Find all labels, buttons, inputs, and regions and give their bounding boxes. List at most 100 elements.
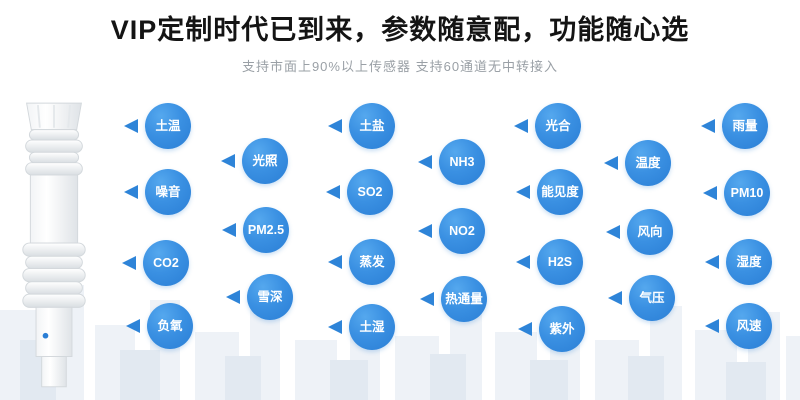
device-led-indicator — [42, 332, 49, 339]
arrow-left-icon — [516, 255, 530, 269]
param-bubble-土温: 土温 — [124, 103, 191, 149]
headline: VIP定制时代已到来，参数随意配，功能随心选 — [110, 15, 690, 45]
param-label: PM10 — [730, 185, 764, 200]
param-label: 风速 — [736, 318, 762, 333]
param-label: 热通量 — [445, 291, 483, 306]
param-bubble-风向: 风向 — [606, 209, 673, 255]
param-bubble-土湿: 土湿 — [328, 304, 395, 350]
arrow-left-icon — [221, 154, 235, 168]
param-label: 噪音 — [155, 184, 181, 199]
param-circle: H2S — [537, 239, 583, 285]
arrow-left-icon — [328, 119, 342, 133]
param-circle: 热通量 — [441, 276, 487, 322]
param-label: NO2 — [449, 223, 475, 238]
arrow-left-icon — [516, 185, 530, 199]
param-circle: 紫外 — [539, 306, 585, 352]
param-label: 蒸发 — [359, 254, 385, 269]
param-circle: PM10 — [724, 170, 770, 216]
param-label: 光照 — [252, 153, 278, 168]
arrow-left-icon — [226, 290, 240, 304]
param-circle: NO2 — [439, 208, 485, 254]
param-bubble-温度: 温度 — [604, 140, 671, 186]
arrow-left-icon — [518, 322, 532, 336]
param-label: 土盐 — [359, 118, 385, 133]
param-bubble-NO2: NO2 — [418, 208, 485, 254]
arrow-left-icon — [420, 292, 434, 306]
param-label: 雪深 — [257, 289, 283, 304]
param-bubble-NH3: NH3 — [418, 139, 485, 185]
arrow-left-icon — [604, 156, 618, 170]
param-bubble-蒸发: 蒸发 — [328, 239, 395, 285]
arrow-left-icon — [222, 223, 236, 237]
param-label: 光合 — [545, 118, 571, 133]
param-bubble-雪深: 雪深 — [226, 274, 293, 320]
param-circle: 光合 — [535, 103, 581, 149]
param-label: 紫外 — [549, 321, 575, 336]
arrow-left-icon — [705, 319, 719, 333]
arrow-left-icon — [124, 119, 138, 133]
arrow-left-icon — [328, 255, 342, 269]
param-label: SO2 — [357, 184, 383, 199]
param-circle: 雨量 — [722, 103, 768, 149]
arrow-left-icon — [418, 224, 432, 238]
param-bubble-负氧: 负氧 — [126, 303, 193, 349]
param-circle: 土湿 — [349, 304, 395, 350]
arrow-left-icon — [418, 155, 432, 169]
param-label: 能见度 — [541, 184, 579, 199]
subheadline: 支持市面上90%以上传感器 支持60通道无中转接入 — [241, 59, 559, 74]
param-circle: 雪深 — [247, 274, 293, 320]
param-circle: NH3 — [439, 139, 485, 185]
param-bubble-噪音: 噪音 — [124, 169, 191, 215]
param-bubble-SO2: SO2 — [326, 169, 393, 215]
param-circle: CO2 — [143, 240, 189, 286]
param-label: NH3 — [449, 154, 475, 169]
arrow-left-icon — [514, 119, 528, 133]
param-bubble-CO2: CO2 — [122, 240, 189, 286]
param-label: CO2 — [153, 255, 179, 270]
param-bubble-PM2.5: PM2.5 — [222, 207, 289, 253]
param-circle: 负氧 — [147, 303, 193, 349]
arrow-left-icon — [606, 225, 620, 239]
param-circle: 气压 — [629, 275, 675, 321]
param-label: 风向 — [637, 224, 663, 239]
param-label: 土湿 — [359, 319, 385, 334]
arrow-left-icon — [122, 256, 136, 270]
header: VIP定制时代已到来，参数随意配，功能随心选 支持市面上90%以上传感器 支持6… — [0, 8, 800, 75]
param-label: 气压 — [639, 290, 665, 305]
param-bubble-风速: 风速 — [705, 303, 772, 349]
param-bubble-H2S: H2S — [516, 239, 583, 285]
param-label: PM2.5 — [247, 222, 285, 237]
param-label: 湿度 — [736, 254, 762, 269]
param-circle: 噪音 — [145, 169, 191, 215]
param-label: 负氧 — [157, 318, 183, 333]
param-circle: 光照 — [242, 138, 288, 184]
arrow-left-icon — [326, 185, 340, 199]
arrow-left-icon — [328, 320, 342, 334]
arrow-left-icon — [705, 255, 719, 269]
param-circle: 湿度 — [726, 239, 772, 285]
param-circle: 风向 — [627, 209, 673, 255]
param-bubble-紫外: 紫外 — [518, 306, 585, 352]
param-bubble-PM10: PM10 — [703, 170, 770, 216]
sensor-device-image — [22, 102, 86, 388]
param-circle: 土温 — [145, 103, 191, 149]
arrow-left-icon — [701, 119, 715, 133]
param-circle: 蒸发 — [349, 239, 395, 285]
param-label: H2S — [547, 254, 573, 269]
arrow-left-icon — [608, 291, 622, 305]
param-bubble-光合: 光合 — [514, 103, 581, 149]
param-bubble-土盐: 土盐 — [328, 103, 395, 149]
param-circle: 能见度 — [537, 169, 583, 215]
arrow-left-icon — [124, 185, 138, 199]
arrow-left-icon — [126, 319, 140, 333]
param-circle: SO2 — [347, 169, 393, 215]
param-label: 雨量 — [732, 118, 758, 133]
param-circle: 温度 — [625, 140, 671, 186]
param-label: 温度 — [635, 155, 661, 170]
param-bubble-雨量: 雨量 — [701, 103, 768, 149]
param-bubble-气压: 气压 — [608, 275, 675, 321]
param-bubble-热通量: 热通量 — [420, 276, 487, 322]
arrow-left-icon — [703, 186, 717, 200]
